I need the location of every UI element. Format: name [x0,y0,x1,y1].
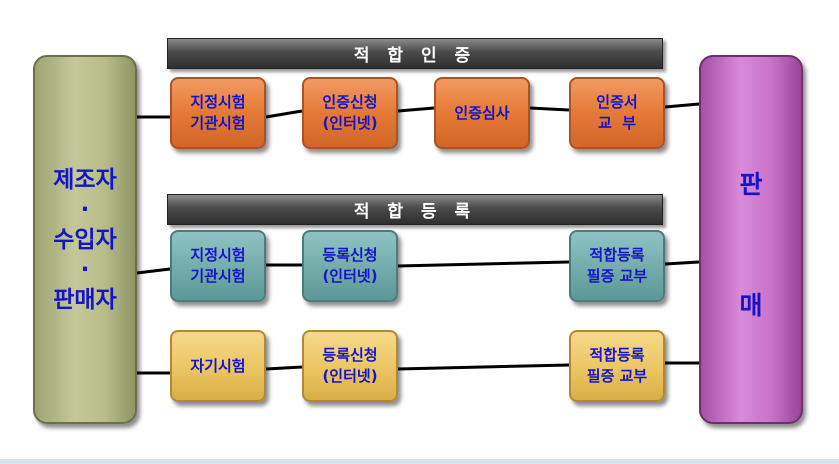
pillar-label-importer: 수입자 [53,226,117,253]
certification-application-box: 인증신청 (인터넷) [302,77,398,149]
box-line: 필증 교부 [586,267,648,285]
connector-line-row2 [136,267,171,275]
box-line: (인터넷) [322,267,378,285]
box-line: 적합등록 [589,246,645,264]
connector-line-row1 [664,102,700,109]
sales-label-top: 판 [739,170,763,199]
self-test-box: 자기시험 [170,330,266,402]
box-line: (인터넷) [322,367,378,385]
box-line: 지정시험 [190,246,246,264]
box-line: 등록신청 [322,346,378,364]
connector-line-row1 [529,106,570,112]
connector-line-row1 [397,106,435,113]
connector-line-row3 [265,365,303,371]
box-line: 인증서 [596,93,638,111]
connector-line-row1 [265,109,303,119]
box-line: 인증심사 [454,103,510,122]
sales-label-bottom: 매 [739,291,763,320]
connector-line-row3 [397,363,570,371]
box-line: 등록신청 [322,246,378,264]
pillar-label-manufacturer: 제조자 [53,166,117,193]
connector-line-row2 [664,260,700,266]
manufacturer-importer-seller-pillar: 제조자 · 수입자 · 판매자 [33,55,137,424]
box-line: 교 부 [597,114,637,132]
pillar-label-seller: 판매자 [53,286,117,313]
sales-pillar: 판 매 [699,55,803,424]
registration-application-box: 등록신청 (인터넷) [302,230,398,302]
conformity-certification-banner: 적 합 인 증 [167,38,663,69]
box-line: 자기시험 [190,356,246,375]
designated-lab-test-box: 지정시험 기관시험 [170,77,266,149]
bottom-divider [0,459,839,464]
pillar-dot: · [80,256,90,283]
certification-review-box: 인증심사 [434,77,530,149]
registration-certificate-box: 적합등록 필증 교부 [569,330,665,402]
box-line: 적합등록 [589,346,645,364]
pillar-dot: · [80,196,90,223]
box-line: 기관시험 [190,267,246,285]
registration-certificate-box: 적합등록 필증 교부 [569,230,665,302]
box-line: 인증신청 [322,93,378,111]
connector-line-row2 [397,260,570,268]
conformity-registration-banner: 적 합 등 록 [167,194,663,225]
registration-application-box: 등록신청 (인터넷) [302,330,398,402]
box-line: 기관시험 [190,114,246,132]
box-line: (인터넷) [322,114,378,132]
designated-lab-test-box: 지정시험 기관시험 [170,230,266,302]
box-line: 지정시험 [190,93,246,111]
box-line: 필증 교부 [586,367,648,385]
certificate-issuance-box: 인증서 교 부 [569,77,665,149]
